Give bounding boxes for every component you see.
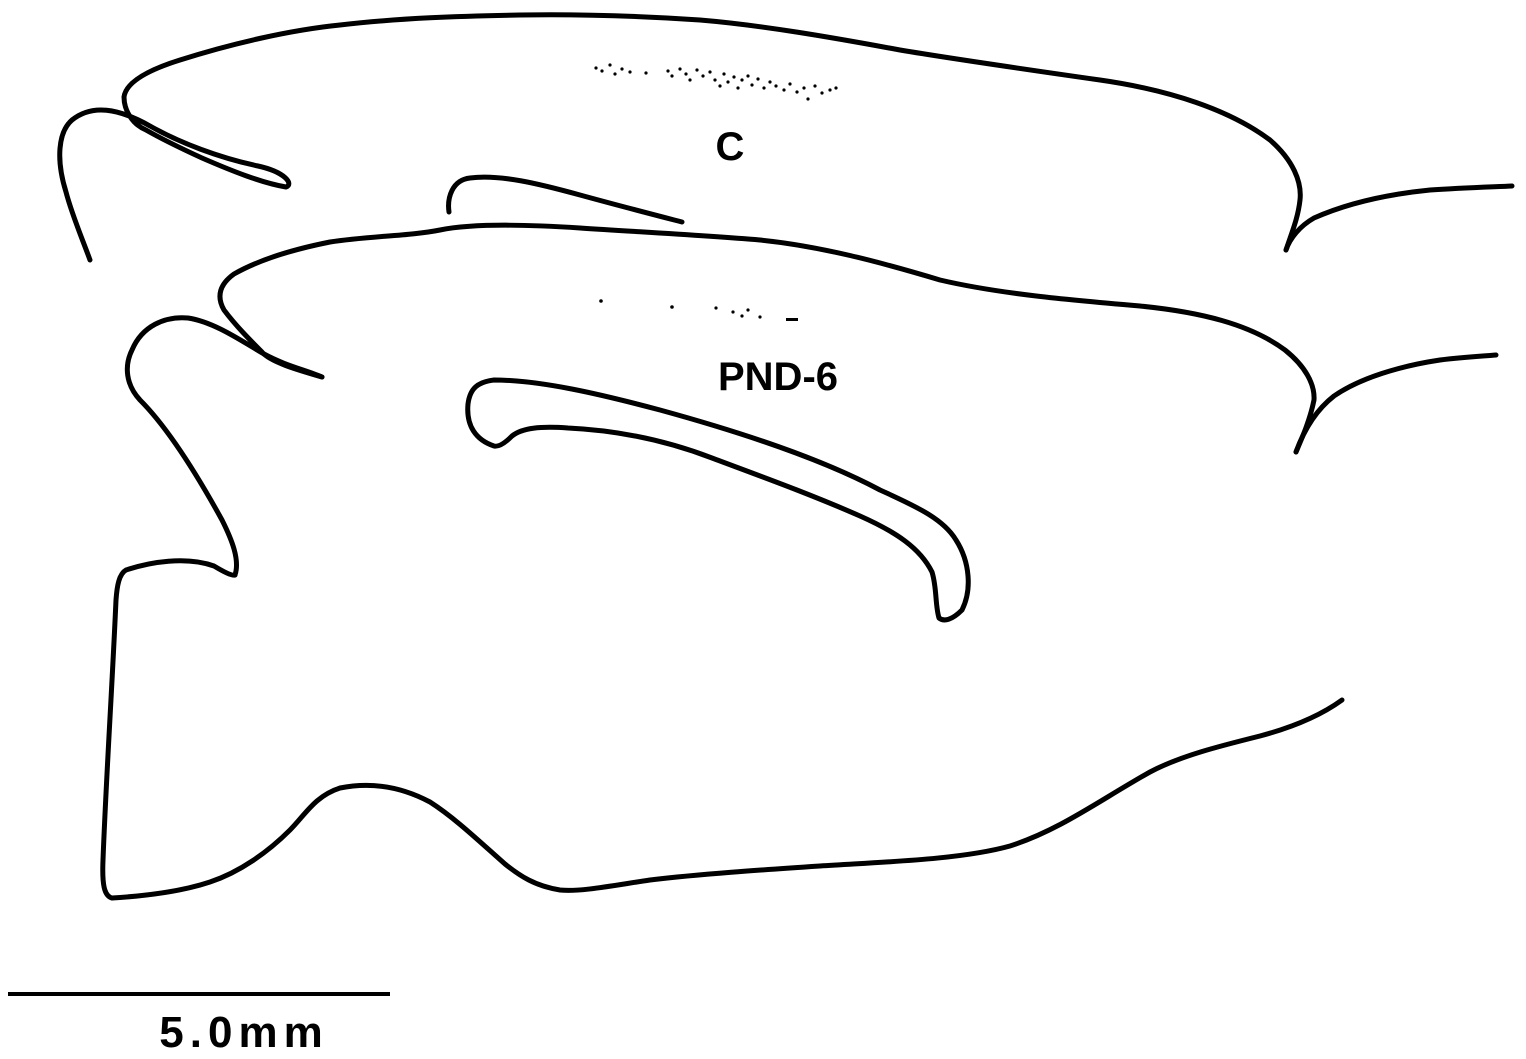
cell-dot (644, 71, 647, 74)
cell-dot (758, 315, 761, 318)
cell-dot (813, 84, 816, 87)
cell-dot (762, 86, 765, 89)
cell-dot (599, 299, 603, 303)
cell-dot (774, 84, 777, 87)
cell-dot (701, 74, 704, 77)
cell-dot (788, 82, 791, 85)
section-pnd6: PND-6 (103, 225, 1496, 898)
cell-dot (613, 72, 616, 75)
cell-dot (740, 314, 743, 317)
cell-dot (750, 83, 753, 86)
cell-dot (802, 86, 805, 89)
cell-dot (732, 75, 735, 78)
pnd6-olfactory-outline (127, 318, 322, 575)
cell-dot (806, 97, 809, 100)
cell-dot (718, 84, 721, 87)
cell-dot (834, 86, 837, 89)
cell-dot (600, 69, 603, 72)
cell-dot (670, 74, 673, 77)
cell-dot (688, 78, 691, 81)
pnd6-anterior-outline (103, 561, 235, 898)
cell-dot (731, 310, 734, 313)
pnd6-brainstem-outline (112, 700, 1342, 898)
pnd6-ventricle-outline (468, 380, 969, 620)
cell-dot (756, 77, 759, 80)
cell-dot (620, 67, 623, 70)
cell-dot (695, 68, 698, 71)
cell-dot (736, 86, 739, 89)
pnd6-cortex-outline (220, 225, 1314, 452)
section-control: C (60, 15, 1512, 260)
cell-dot (782, 88, 785, 91)
cell-dot (714, 306, 717, 309)
cell-dot (726, 80, 729, 83)
cell-dot (746, 308, 749, 311)
control-section-label: C (716, 125, 745, 169)
cell-dot (666, 69, 669, 72)
cell-dot (708, 70, 711, 73)
cell-dot (746, 74, 749, 77)
cell-dot (828, 88, 831, 91)
pnd6-cerebellum-edge (1296, 355, 1496, 452)
control-labeled-cells (594, 63, 837, 100)
control-ventricle-outline (449, 177, 682, 222)
pnd6-section-label: PND-6 (718, 355, 838, 399)
scale-bar-label: 5.0mm (159, 1008, 328, 1057)
control-cerebellum-edge (1286, 186, 1512, 250)
cell-dot (608, 63, 611, 66)
cell-dot (722, 72, 725, 75)
cell-dot (628, 70, 631, 73)
cell-dot (684, 72, 687, 75)
cell-dot (795, 90, 798, 93)
scale-bar: 5.0mm (8, 994, 390, 1057)
pnd6-labeled-cells (599, 299, 798, 321)
cell-dot (786, 318, 798, 321)
cell-dot (594, 66, 597, 69)
cell-dot (820, 91, 823, 94)
cell-dot (670, 305, 674, 309)
cell-dot (768, 80, 771, 83)
cell-dot (740, 78, 743, 81)
cell-dot (678, 67, 681, 70)
cell-dot (713, 78, 716, 81)
